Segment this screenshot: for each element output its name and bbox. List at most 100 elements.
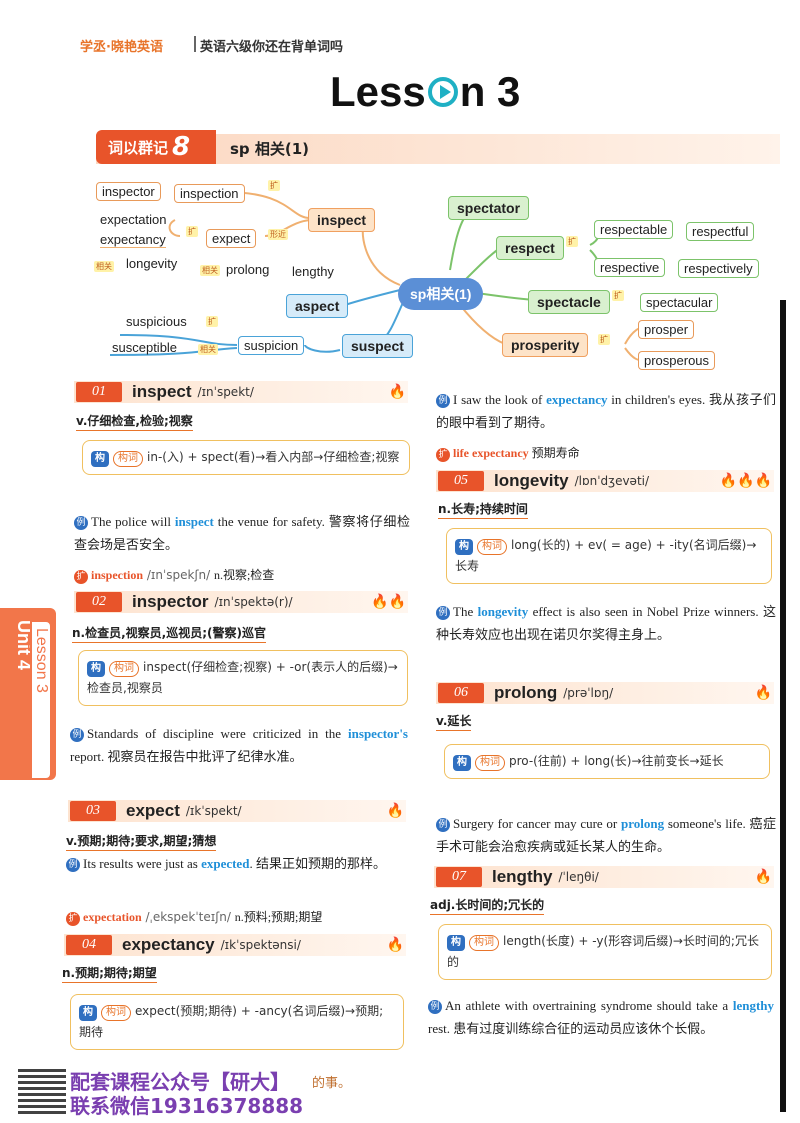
entry-ipa: /lɒnˈdʒevəti/	[574, 474, 650, 488]
gou-icon: 构	[87, 661, 105, 677]
entry-band	[74, 591, 408, 613]
map-center-node: sp相关(1)	[398, 278, 484, 310]
entry-ipa: /ɪkˈspekt/	[185, 804, 242, 818]
map-tag-kuo: 扩	[612, 290, 624, 301]
flame-icon: 🔥	[754, 869, 772, 885]
entry-word: expect	[126, 801, 180, 820]
entry-pos: n.预期;期待;期望	[62, 964, 157, 983]
map-tag-kuo: 扩	[566, 236, 578, 247]
footer-wechat-account: 配套课程公众号【研大】	[70, 1070, 290, 1094]
entry-pos: v.预期;期待;要求,期望;猜想	[66, 832, 217, 851]
map-node-aspect: aspect	[286, 294, 349, 318]
entry-word: inspect	[132, 382, 192, 401]
map-word-prosper: prosper	[638, 320, 695, 339]
gou-label: 构词	[113, 451, 143, 467]
brand-name: 学丞·晓艳英语	[80, 40, 163, 55]
map-word-susceptible: susceptible	[112, 340, 178, 355]
entry-number: 03	[70, 801, 116, 821]
example-icon: 例	[428, 1000, 442, 1014]
map-word-spectacular: spectacular	[640, 293, 719, 312]
footer-tail-text: 的事。	[312, 1075, 352, 1090]
entry-number: 05	[438, 471, 484, 491]
entry-longevity: 05 longevity /lɒnˈdʒevəti/ 🔥🔥🔥	[438, 470, 772, 492]
entry-number: 04	[66, 935, 112, 955]
header-subtitle: 英语六级你还在背单词吗	[200, 40, 344, 55]
gou-icon: 构	[453, 755, 471, 771]
entry-word: expectancy	[122, 935, 215, 954]
gou-label: 构词	[109, 661, 139, 677]
gou-icon: 构	[455, 539, 473, 555]
example-icon: 例	[70, 728, 84, 742]
map-word-respectable: respectable	[594, 220, 674, 239]
gou-box: 构构词 in-(入) + spect(看)→看入内部→仔细检查;视察	[82, 440, 410, 475]
map-node-spectator: spectator	[448, 196, 530, 220]
map-tag-xiangguan: 相关	[94, 261, 114, 272]
map-word-suspicion: suspicion	[238, 336, 305, 355]
entry-expect: 03 expect /ɪkˈspekt/ 🔥	[70, 800, 404, 822]
gou-text: expect(预期;期待) + -ancy(名词后缀)→预期;期待	[79, 1004, 384, 1039]
map-tag-kuo: 扩	[206, 316, 218, 327]
side-unit-label: Unit 4	[14, 620, 34, 671]
gou-label: 构词	[477, 539, 507, 555]
entry-word: prolong	[494, 683, 558, 702]
qr-code[interactable]	[18, 1066, 66, 1114]
entry-number: 01	[76, 382, 122, 402]
entry-band	[68, 800, 406, 822]
flame-icon: 🔥	[388, 384, 406, 400]
gou-text: length(长度) + -y(形容词后缀)→长时间的;冗长的	[447, 934, 759, 969]
gou-text: long(长的) + ev( = age) + -ity(名词后缀)→长寿	[455, 538, 757, 573]
entry-ipa: /ˈleŋθi/	[558, 870, 599, 884]
map-tag-xiangguan: 相关	[200, 265, 220, 276]
map-word-inspection: inspection	[174, 184, 245, 203]
example-icon: 例	[74, 516, 88, 530]
map-word-suspicious: suspicious	[126, 314, 187, 329]
entry-band	[436, 470, 774, 492]
entry-band	[74, 381, 408, 403]
extension-icon: 扩	[436, 448, 450, 462]
map-tag-kuo: 扩	[268, 180, 280, 191]
gou-icon: 构	[91, 451, 109, 467]
map-word-inspector: inspector	[96, 182, 161, 201]
right-edge-bar	[780, 300, 786, 1112]
map-word-expect: expect	[206, 229, 257, 248]
map-word-respectful: respectful	[686, 222, 755, 241]
map-word-prolong: prolong	[226, 262, 270, 277]
gou-label: 构词	[475, 755, 505, 771]
entry-inspector: 02 inspector /ɪnˈspektə(r)/ 🔥🔥	[76, 591, 406, 613]
group-tag-label: 词以群记	[108, 138, 169, 157]
entry-band	[434, 866, 774, 888]
example-icon: 例	[66, 858, 80, 872]
entry-word: lengthy	[492, 867, 553, 886]
lesson-title: Less n 3	[330, 68, 520, 116]
entry-inspect: 01 inspect /ɪnˈspekt/ 🔥	[76, 381, 406, 403]
entry-number: 07	[436, 867, 482, 887]
entry-ipa: /ɪkˈspektənsi/	[220, 938, 301, 952]
flame-icon: 🔥	[386, 803, 404, 819]
example-icon: 例	[436, 606, 450, 620]
lesson-title-prefix: Less	[330, 68, 426, 115]
extension-icon: 扩	[66, 912, 80, 926]
entry-ipa: /ɪnˈspekt/	[197, 385, 254, 399]
play-icon[interactable]	[427, 77, 458, 107]
flame-icon: 🔥	[386, 937, 404, 953]
gou-text: in-(入) + spect(看)→看入内部→仔细检查;视察	[147, 450, 400, 464]
flame-icon: 🔥🔥	[371, 594, 406, 610]
map-tag-kuo: 扩	[598, 334, 610, 345]
map-word-lengthy: lengthy	[292, 264, 334, 279]
entry-ipa: /ɪnˈspektə(r)/	[214, 595, 293, 609]
gou-label: 构词	[101, 1005, 131, 1021]
map-tag-xingjin: 形近	[268, 229, 288, 240]
gou-icon: 构	[79, 1005, 97, 1021]
entry-number: 06	[438, 683, 484, 703]
entry-ipa: /prəˈlɒŋ/	[563, 686, 614, 700]
lesson-title-suffix: n 3	[459, 68, 521, 115]
entry-expectancy: 04 expectancy /ɪkˈspektənsi/ 🔥	[66, 934, 404, 956]
gou-label: 构词	[469, 935, 499, 951]
